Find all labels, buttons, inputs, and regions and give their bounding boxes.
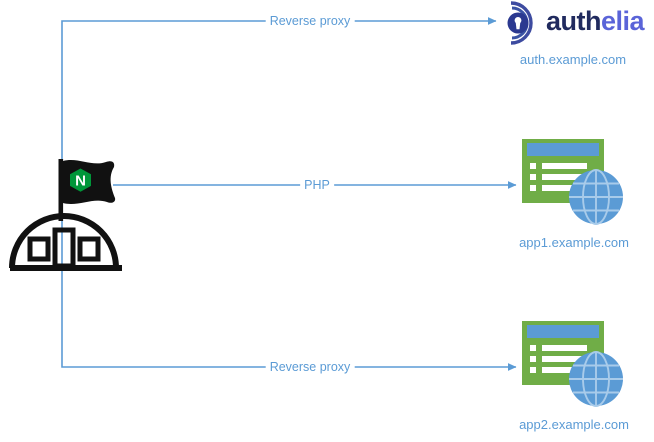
caption-auth-example-com: auth.example.com	[519, 52, 627, 67]
connector-nginx-to-app2	[61, 185, 517, 371]
globe-icon	[569, 169, 623, 225]
web-app-server-icon	[522, 139, 623, 225]
authelia-logo-icon	[507, 1, 533, 45]
nginx-hexagon-icon: N	[70, 168, 91, 192]
caption-app1-example-com: app1.example.com	[519, 235, 629, 250]
node-app2[interactable]	[518, 319, 628, 409]
node-app1[interactable]	[518, 137, 628, 227]
node-nginx[interactable]: N	[8, 155, 128, 277]
svg-text:N: N	[75, 173, 86, 190]
web-app-server-icon	[522, 321, 623, 407]
authelia-wordmark-part1: auth	[546, 6, 602, 36]
authelia-wordmark-part2: elia	[601, 6, 645, 36]
node-authelia[interactable]: authelia	[492, 0, 654, 46]
edge-label-reverse-proxy-auth: Reverse proxy	[265, 14, 355, 28]
globe-icon	[569, 351, 623, 407]
authelia-wordmark: authelia	[546, 6, 645, 36]
edge-label-reverse-proxy-app2: Reverse proxy	[265, 360, 355, 374]
nginx-fortress-icon: N	[9, 159, 122, 271]
edge-label-php: PHP	[300, 178, 334, 192]
caption-app2-example-com: app2.example.com	[519, 417, 629, 432]
